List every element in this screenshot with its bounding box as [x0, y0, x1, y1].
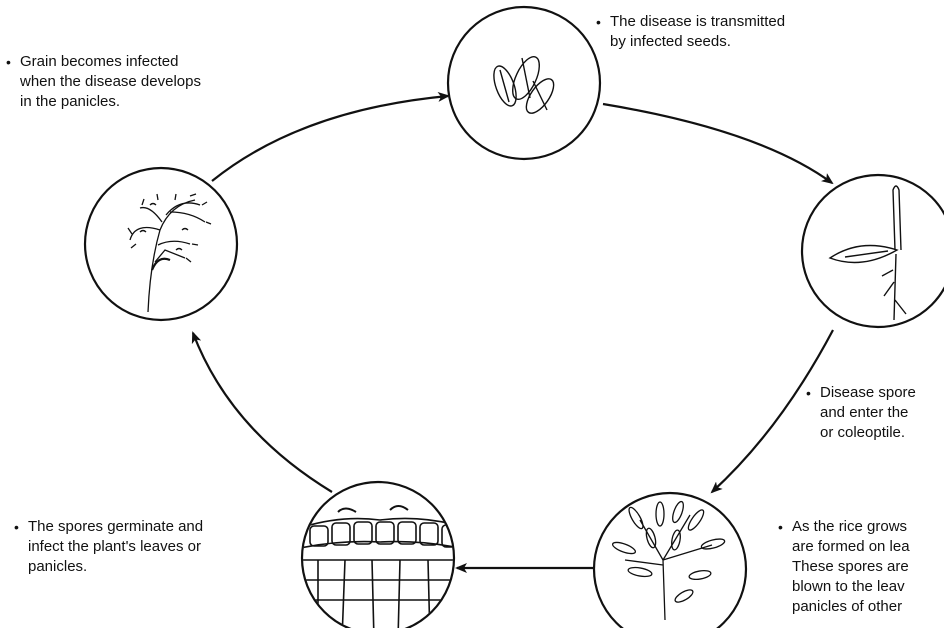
caption-line: As the rice grows [792, 518, 908, 535]
stage-infected-seeds [446, 5, 602, 161]
caption-line: are formed on lea [792, 538, 910, 555]
caption-line: panicles. [28, 558, 88, 575]
arrow-tissue-to-panicle [191, 331, 333, 493]
caption-bullet: • [14, 519, 19, 535]
caption-bullet: • [6, 54, 11, 70]
stage-spore-mass [592, 491, 748, 628]
caption-line: The spores germinate and [28, 518, 204, 535]
caption-line: Grain becomes infected [20, 53, 179, 70]
caption-infected-panicle: • Grain becomes infected when the diseas… [6, 52, 276, 112]
arrow-seedling-to-spores [710, 329, 834, 494]
panicle-icon [127, 193, 212, 313]
spore-icon [611, 500, 726, 621]
caption-bullet: • [596, 14, 601, 30]
caption-line: The disease is transmitted [610, 13, 786, 30]
caption-line: when the disease develops [20, 73, 201, 90]
caption-line: Disease spore [820, 384, 916, 401]
arrow-seeds-to-seedling [602, 102, 834, 185]
caption-rice-grows: • As the rice grows are formed on lea Th… [778, 517, 944, 617]
stage-leaf-tissue [300, 480, 456, 628]
cycle-arrows [191, 91, 834, 573]
caption-line: infect the plant's leaves or [28, 538, 201, 555]
caption-line: blown to the leav [792, 578, 905, 595]
caption-line: by infected seeds. [610, 33, 731, 50]
caption-bullet: • [778, 519, 783, 535]
leaf-cell-icon [303, 505, 453, 628]
caption-line: or coleoptile. [820, 424, 906, 441]
stage-infected-panicle [83, 166, 239, 322]
caption-line: in the panicles. [20, 93, 121, 110]
stage-seedling [800, 173, 944, 329]
caption-spores-enter: • Disease spore and enter the or coleopt… [806, 383, 944, 443]
caption-spores-germinate: • The spores germinate and infect the pl… [14, 517, 274, 577]
seed-icon [493, 56, 555, 114]
caption-bullet: • [806, 385, 811, 401]
seedling-icon [828, 185, 907, 321]
caption-line: panicles of other [792, 598, 903, 615]
caption-infected-seeds: • The disease is transmitted by infected… [596, 12, 856, 52]
caption-line: These spores are [792, 558, 909, 575]
caption-line: and enter the [820, 404, 909, 421]
arrow-panicle-to-seeds [211, 91, 450, 182]
